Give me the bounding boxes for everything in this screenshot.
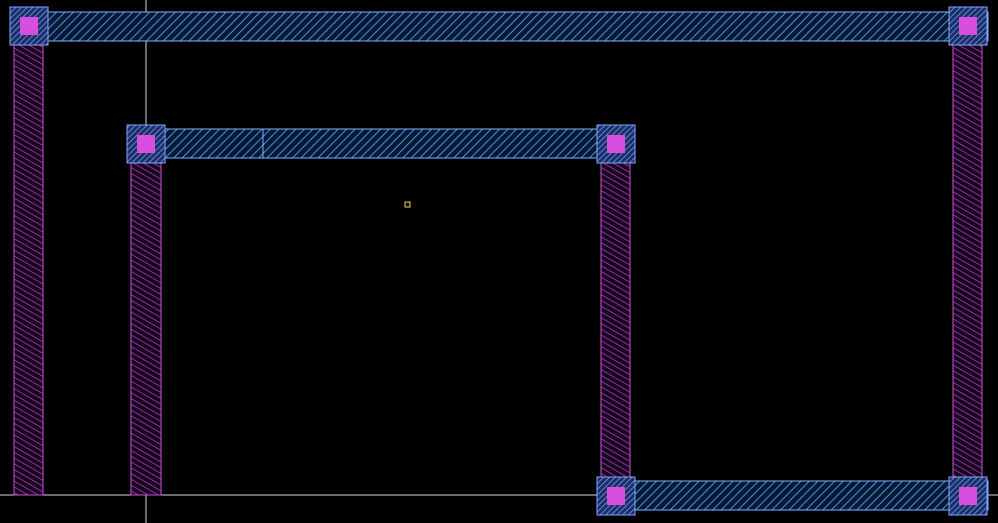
cursor-marker-icon [404,201,411,208]
contact-bottom-left[interactable] [596,476,636,516]
contact-middle-right[interactable] [596,124,636,164]
poly-wire-left[interactable] [13,40,44,496]
poly-wire-middle[interactable] [600,157,631,482]
poly-wire-inner-left[interactable] [130,157,162,496]
poly-wire-right[interactable] [952,40,983,482]
contact-middle-left[interactable] [126,124,166,164]
contact-bottom-right[interactable] [948,476,988,516]
contact-top-right[interactable] [948,6,988,46]
metal-wire-middle[interactable] [129,128,636,159]
metal-wire-top[interactable] [9,11,989,42]
metal-wire-bottom[interactable] [597,480,989,511]
contact-top-left[interactable] [9,6,49,46]
